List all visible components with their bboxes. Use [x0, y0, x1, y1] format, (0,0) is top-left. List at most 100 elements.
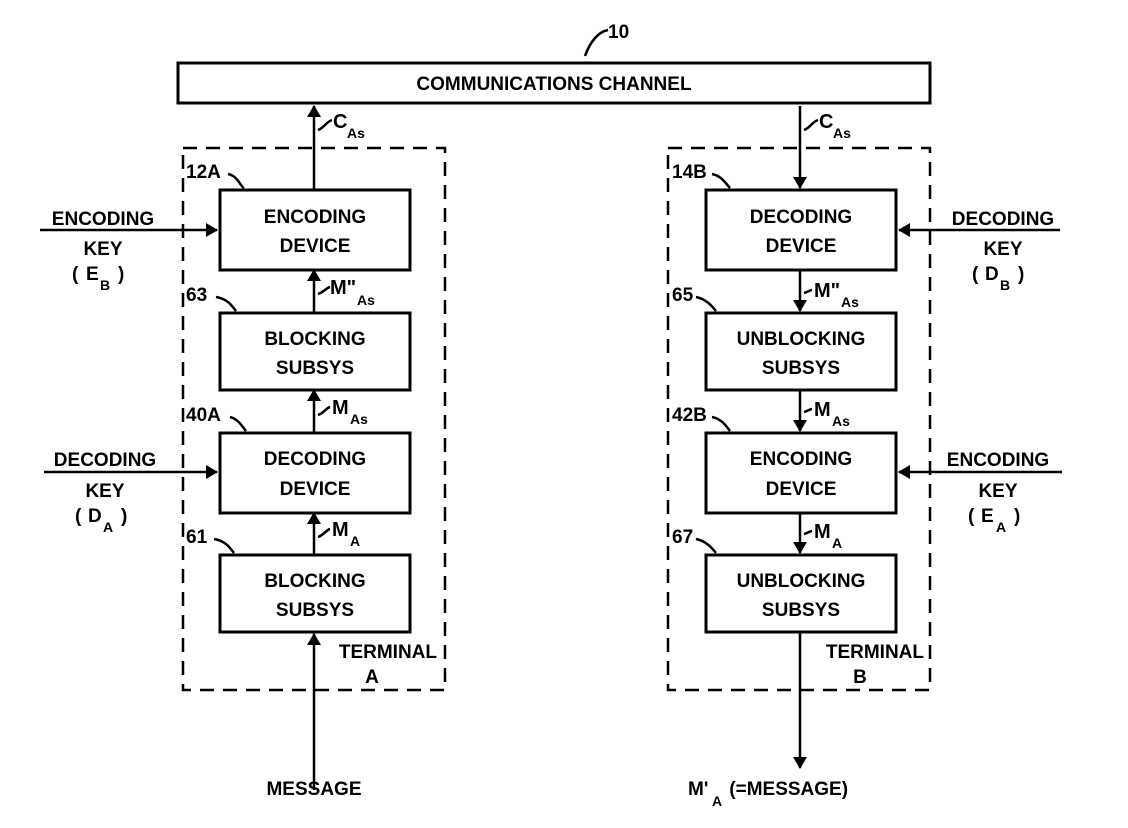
key-sym: D: [985, 264, 999, 285]
signal-m-as-a: M As: [317, 397, 368, 427]
ref-label: 67: [672, 527, 693, 548]
signal-base: M": [814, 280, 840, 302]
signal-m-a-b: M A: [803, 521, 842, 551]
signal-leader: [317, 285, 331, 296]
key-line2: KEY: [983, 239, 1022, 260]
key-sym: E: [981, 506, 994, 527]
signal-base: M: [814, 399, 831, 421]
ref-leader: [711, 172, 731, 189]
signal-base: M: [814, 521, 831, 543]
signal-m2-as-a: M" As: [317, 277, 375, 308]
message-input-label: MESSAGE: [266, 779, 361, 800]
blocking-subsys-63: BLOCKING SUBSYS 63: [186, 285, 412, 392]
block-line2: DEVICE: [766, 236, 837, 257]
communications-channel: COMMUNICATIONS CHANNEL 10: [176, 22, 932, 105]
key-sub: A: [103, 519, 113, 535]
signal-m-a-a: M A: [317, 519, 360, 549]
terminal-b-letter: B: [853, 667, 867, 688]
key-line2: KEY: [978, 481, 1017, 502]
key-paren-close: ): [1018, 264, 1024, 285]
ref-leader: [229, 415, 247, 432]
signal-sub: As: [350, 411, 368, 427]
key-line2: KEY: [83, 239, 122, 260]
key-sub: A: [996, 519, 1006, 535]
block-line1: ENCODING: [750, 449, 852, 470]
block-line1: UNBLOCKING: [737, 329, 866, 350]
key-line1: DECODING: [952, 209, 1054, 230]
signal-sub: A: [832, 535, 842, 551]
ref-leader: [695, 537, 717, 554]
signal-c-as-b: C As: [803, 111, 851, 141]
key-paren-close: ): [1014, 506, 1020, 527]
signal-leader: [803, 529, 813, 536]
decoding-key-da: DECODING KEY ( D A ): [44, 450, 218, 535]
encoding-device-12a: ENCODING DEVICE 12A: [186, 162, 412, 272]
ref-leader: [215, 295, 237, 312]
signal-sub: As: [347, 125, 365, 141]
signal-base: C: [819, 111, 833, 133]
key-paren-open: (: [72, 264, 79, 285]
key-sym: E: [86, 264, 99, 285]
unblocking-subsys-65: UNBLOCKING SUBSYS 65: [672, 285, 898, 392]
decoding-key-db: DECODING KEY ( D B ): [898, 209, 1060, 293]
block-line1: BLOCKING: [264, 571, 365, 592]
signal-base: M: [332, 397, 349, 419]
signal-leader: [317, 118, 333, 132]
ref-label: 12A: [186, 162, 221, 183]
block-line1: DECODING: [750, 207, 852, 228]
signal-base: M": [330, 277, 356, 299]
signal-sub: As: [357, 292, 375, 308]
channel-label: COMMUNICATIONS CHANNEL: [416, 74, 692, 95]
signal-m2-as-b: M" As: [803, 280, 859, 310]
ref-leader: [227, 172, 245, 190]
block-line2: DEVICE: [280, 236, 351, 257]
terminal-a-boundary: [181, 146, 447, 692]
key-paren-close: ): [118, 264, 124, 285]
signal-leader: [803, 118, 819, 132]
ref-leader: [711, 415, 731, 432]
ref-label: 42B: [672, 405, 707, 426]
signal-c-as-a: C As: [317, 111, 365, 141]
ref-label: 65: [672, 285, 694, 306]
ref-label: 40A: [186, 405, 221, 426]
key-line1: DECODING: [54, 450, 156, 471]
terminal-a-label: TERMINAL: [339, 642, 438, 663]
signal-sub: As: [832, 413, 850, 429]
block-line2: DEVICE: [280, 479, 351, 500]
terminal-b-boundary: [666, 146, 932, 692]
terminal-a-letter: A: [365, 667, 379, 688]
block-line2: SUBSYS: [762, 358, 840, 379]
output-base: M': [688, 779, 708, 800]
unblocking-subsys-67: UNBLOCKING SUBSYS 67: [672, 527, 898, 634]
encoding-key-eb: ENCODING KEY ( E B ): [40, 209, 218, 293]
encoding-device-42b: ENCODING DEVICE 42B: [672, 405, 898, 515]
key-paren-open: (: [972, 264, 979, 285]
terminal-a: TERMINAL A ENCODING DEVICE 12A BLOCKING …: [40, 105, 447, 800]
signal-leader: [317, 527, 331, 539]
signal-sub: A: [350, 533, 360, 549]
block-line2: SUBSYS: [762, 600, 840, 621]
decoding-device-40a: DECODING DEVICE 40A: [186, 405, 412, 515]
channel-ref: 10: [608, 22, 629, 43]
message-output-label: M' A (=MESSAGE): [688, 779, 848, 809]
signal-leader: [317, 405, 331, 417]
blocking-subsys-61: BLOCKING SUBSYS 61: [186, 527, 412, 634]
signal-base: M: [332, 519, 349, 541]
block-line1: UNBLOCKING: [737, 571, 866, 592]
key-sub: B: [100, 277, 110, 293]
decoding-device-14b: DECODING DEVICE 14B: [672, 162, 898, 272]
key-line1: ENCODING: [52, 209, 154, 230]
signal-sub: As: [841, 294, 859, 310]
terminal-b-label: TERMINAL: [826, 642, 925, 663]
encoding-key-ea: ENCODING KEY ( E A ): [898, 450, 1062, 535]
signal-sub: As: [833, 125, 851, 141]
block-line2: SUBSYS: [276, 600, 354, 621]
terminal-b: TERMINAL B DECODING DEVICE 14B UNBLOCKIN…: [666, 106, 1062, 809]
output-rest: (=MESSAGE): [724, 779, 848, 800]
block-line1: DECODING: [264, 449, 366, 470]
key-paren-open: (: [968, 506, 975, 527]
key-sub: B: [1000, 277, 1010, 293]
block-line2: SUBSYS: [276, 358, 354, 379]
block-line1: BLOCKING: [264, 329, 365, 350]
key-line1: ENCODING: [947, 450, 1049, 471]
